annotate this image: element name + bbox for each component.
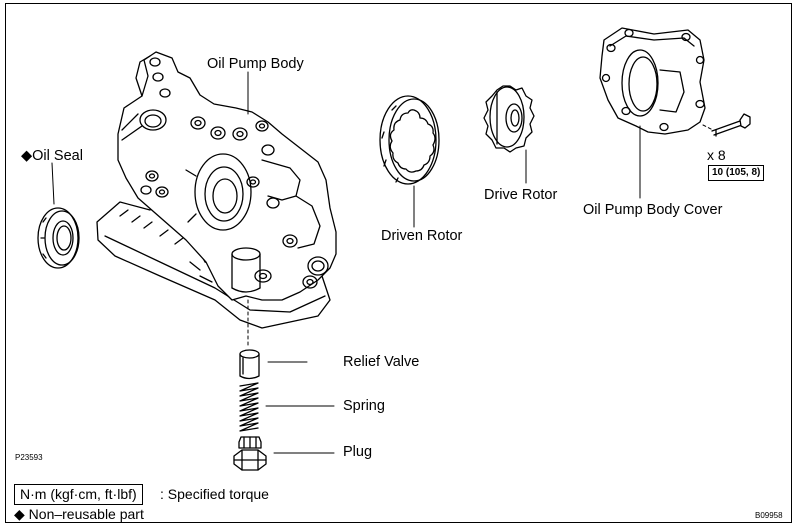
label-oil-seal-text: Oil Seal [32, 148, 83, 164]
nonreusable-marker-icon: ◆ [21, 148, 33, 164]
legend-nonreusable-icon: ◆ [14, 506, 25, 522]
label-oil-pump-body: Oil Pump Body [207, 56, 304, 72]
legend-torque-description: : Specified torque [160, 486, 269, 502]
bolt-drawing [711, 113, 751, 137]
oil-pump-body-cover-drawing [599, 27, 706, 135]
figure-id-right: B09958 [755, 511, 783, 520]
label-driven-rotor: Driven Rotor [381, 228, 463, 244]
label-oil-pump-body-cover: Oil Pump Body Cover [583, 202, 723, 218]
label-oil-seal: ◆Oil Seal [21, 149, 83, 164]
label-plug: Plug [343, 444, 373, 460]
assembly-lines [247, 124, 714, 347]
label-spring: Spring [343, 398, 385, 414]
figure-id-left: P23593 [15, 453, 43, 462]
drive-rotor-drawing [483, 85, 535, 153]
label-drive-rotor: Drive Rotor [484, 187, 558, 203]
oil-pump-body-drawing [96, 51, 337, 329]
torque-spec-box: 10 (105, 8) [708, 165, 765, 181]
oil-seal-drawing [37, 207, 80, 269]
label-bolt-count: x 8 [707, 147, 726, 163]
plug-drawing [233, 436, 267, 471]
spring-drawing [239, 382, 259, 432]
diagram-frame [5, 3, 792, 523]
legend-torque-unit-box: N·m (kgf·cm, ft·lbf) [14, 484, 143, 506]
driven-rotor-drawing [379, 95, 440, 185]
relief-valve-drawing [239, 349, 260, 380]
legend-nonreusable: ◆ Non–reusable part [14, 507, 144, 521]
legend-nonreusable-text: Non–reusable part [28, 506, 144, 522]
leader-lines [51, 71, 641, 454]
label-relief-valve: Relief Valve [343, 354, 420, 370]
